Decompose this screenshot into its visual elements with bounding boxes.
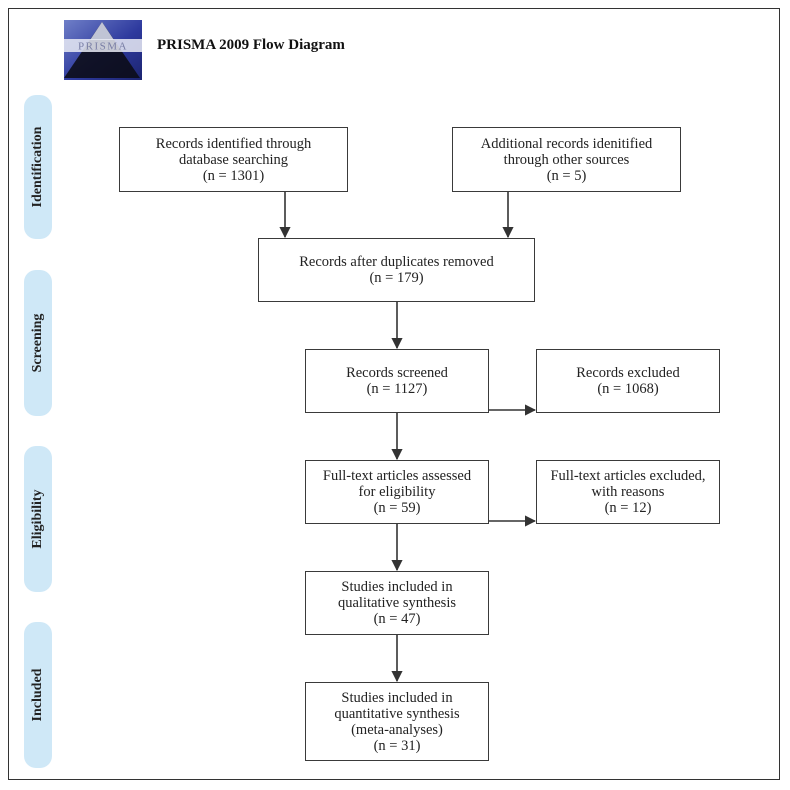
box-line: (n = 12) xyxy=(604,500,652,516)
box-line: (n = 179) xyxy=(369,270,424,286)
box-line: Records identified through xyxy=(155,135,312,152)
box-database-records: Records identified through database sear… xyxy=(119,127,348,192)
box-line: through other sources xyxy=(503,151,630,168)
box-line: Studies included in xyxy=(341,579,453,595)
box-line: database searching xyxy=(178,151,289,168)
box-qualitative-synthesis: Studies included in qualitative synthesi… xyxy=(305,571,489,635)
box-quantitative-synthesis: Studies included in quantitative synthes… xyxy=(305,682,489,761)
box-line: quantitative synthesis xyxy=(334,705,460,722)
box-line: (n = 5) xyxy=(546,167,587,184)
box-line: qualitative synthesis xyxy=(338,595,456,611)
box-after-duplicates: Records after duplicates removed (n = 17… xyxy=(258,238,535,302)
box-line: Records screened xyxy=(346,365,448,381)
prisma-logo-text: PRISMA xyxy=(78,41,128,53)
box-line: (n = 47) xyxy=(373,611,421,627)
stage-screening: Screening xyxy=(24,270,52,416)
box-line: Records after duplicates removed xyxy=(299,254,494,270)
box-line: for eligibility xyxy=(358,484,436,500)
box-line: with reasons xyxy=(591,484,665,500)
box-line: Records excluded xyxy=(576,365,680,381)
box-line: (n = 31) xyxy=(373,737,421,754)
box-records-excluded: Records excluded (n = 1068) xyxy=(536,349,720,413)
stage-included: Included xyxy=(24,622,52,768)
box-records-screened: Records screened (n = 1127) xyxy=(305,349,489,413)
stage-eligibility: Eligibility xyxy=(24,446,52,592)
box-line: (n = 59) xyxy=(373,500,421,516)
diagram-title: PRISMA 2009 Flow Diagram xyxy=(157,37,345,53)
box-line: (n = 1127) xyxy=(366,381,428,397)
box-line: Full-text articles excluded, xyxy=(550,468,706,484)
box-line: (n = 1301) xyxy=(202,167,265,184)
box-line: Full-text articles assessed xyxy=(322,468,472,484)
prisma-logo: PRISMA xyxy=(64,20,142,80)
box-fulltext-excluded: Full-text articles excluded, with reason… xyxy=(536,460,720,524)
stage-identification: Identification xyxy=(24,95,52,239)
box-line: (meta-analyses) xyxy=(351,721,443,738)
box-line: Studies included in xyxy=(341,689,453,706)
box-other-sources: Additional records idenitified through o… xyxy=(452,127,681,192)
box-line: Additional records idenitified xyxy=(480,135,653,152)
box-line: (n = 1068) xyxy=(597,381,659,397)
box-fulltext-assessed: Full-text articles assessed for eligibil… xyxy=(305,460,489,524)
diagram-frame xyxy=(8,8,780,780)
